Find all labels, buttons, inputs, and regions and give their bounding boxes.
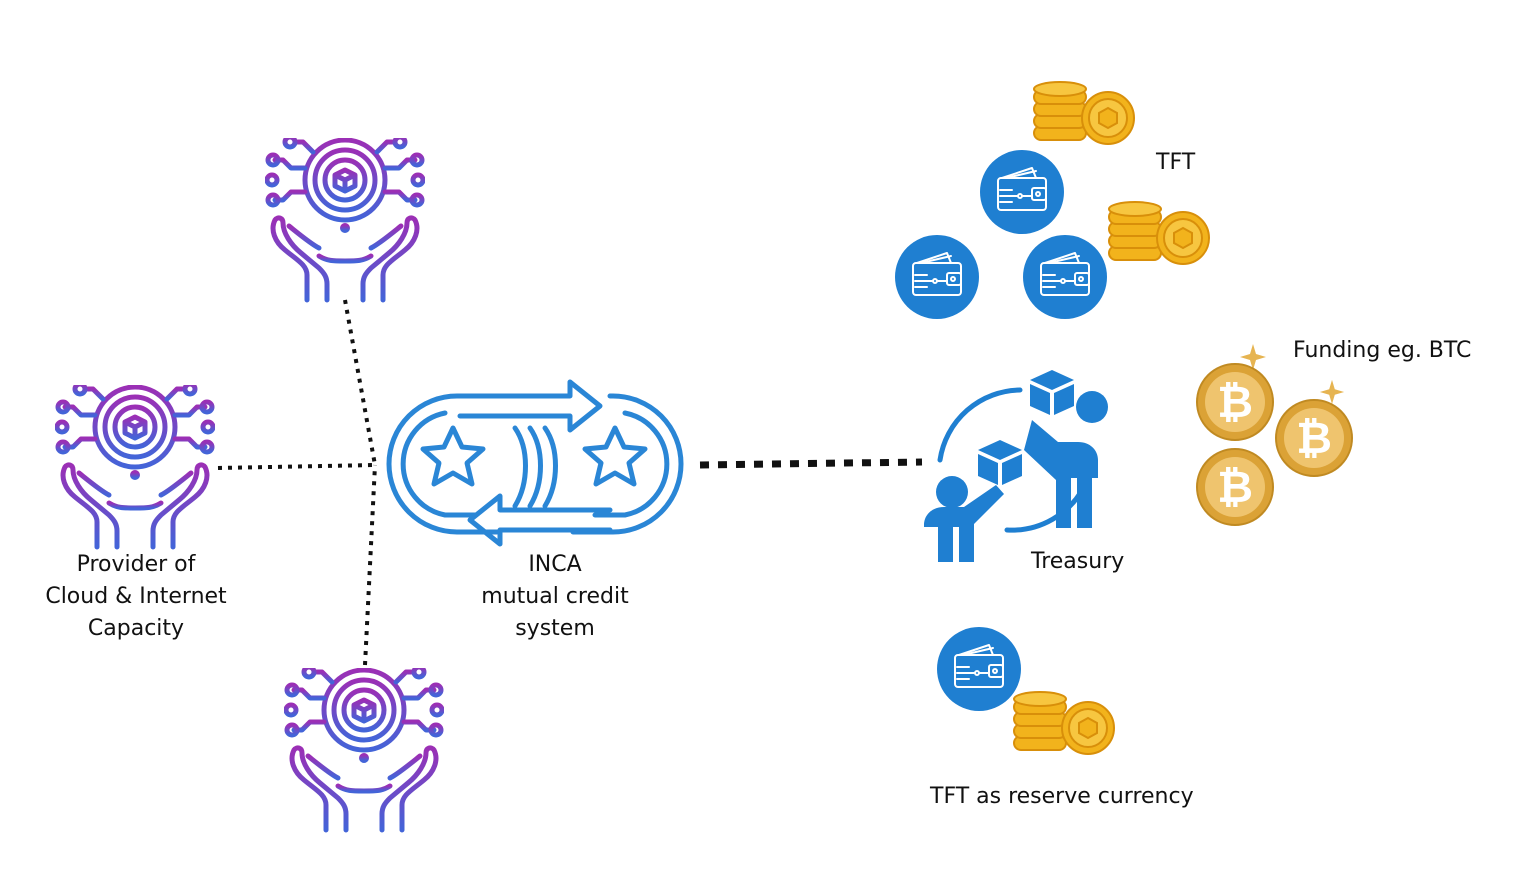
people-exchange-icon: [924, 370, 1108, 562]
sparkle-icon: [1240, 344, 1266, 370]
connector-left-provider: [217, 463, 376, 470]
inca-label-line: mutual credit: [481, 584, 629, 609]
provider-hands-icon: [55, 385, 215, 550]
inca-label-line: INCA: [528, 552, 582, 577]
mutual-credit-exchange-icon: [386, 379, 684, 547]
bitcoin-coin-icon: [1196, 363, 1274, 441]
reserve-currency-label: TFT as reserve currency: [930, 784, 1194, 809]
inca-label-line: system: [515, 616, 595, 641]
provider-label-line: Cloud & Internet: [45, 584, 227, 609]
provider-label: Provider of Cloud & Internet Capacity: [45, 549, 226, 645]
coin-stack-icon: [1013, 691, 1115, 755]
wallet-icon: [1023, 235, 1107, 319]
coin-stack-icon: [1033, 81, 1135, 145]
inca-label: INCA mutual credit system: [481, 549, 628, 645]
bitcoin-coin-icon: [1196, 448, 1274, 526]
coin-stack-icon: [1108, 201, 1210, 265]
bitcoin-coin-icon: [1275, 399, 1353, 477]
wallet-icon: [937, 627, 1021, 711]
provider-label-line: Capacity: [87, 616, 185, 641]
treasury-label: Treasury: [1031, 549, 1125, 574]
provider-hands-icon: [284, 668, 444, 833]
sparkle-icon: [1319, 379, 1345, 405]
wallet-icon: [895, 235, 979, 319]
connector-top-provider: [343, 299, 377, 466]
connector-treasury: [699, 458, 923, 469]
tft-label: TFT: [1156, 150, 1196, 175]
provider-hands-icon: [265, 138, 425, 303]
wallet-icon: [980, 150, 1064, 234]
provider-label-line: Provider of: [76, 552, 196, 577]
connector-bottom-provider: [363, 464, 377, 666]
funding-label: Funding eg. BTC: [1293, 338, 1472, 363]
